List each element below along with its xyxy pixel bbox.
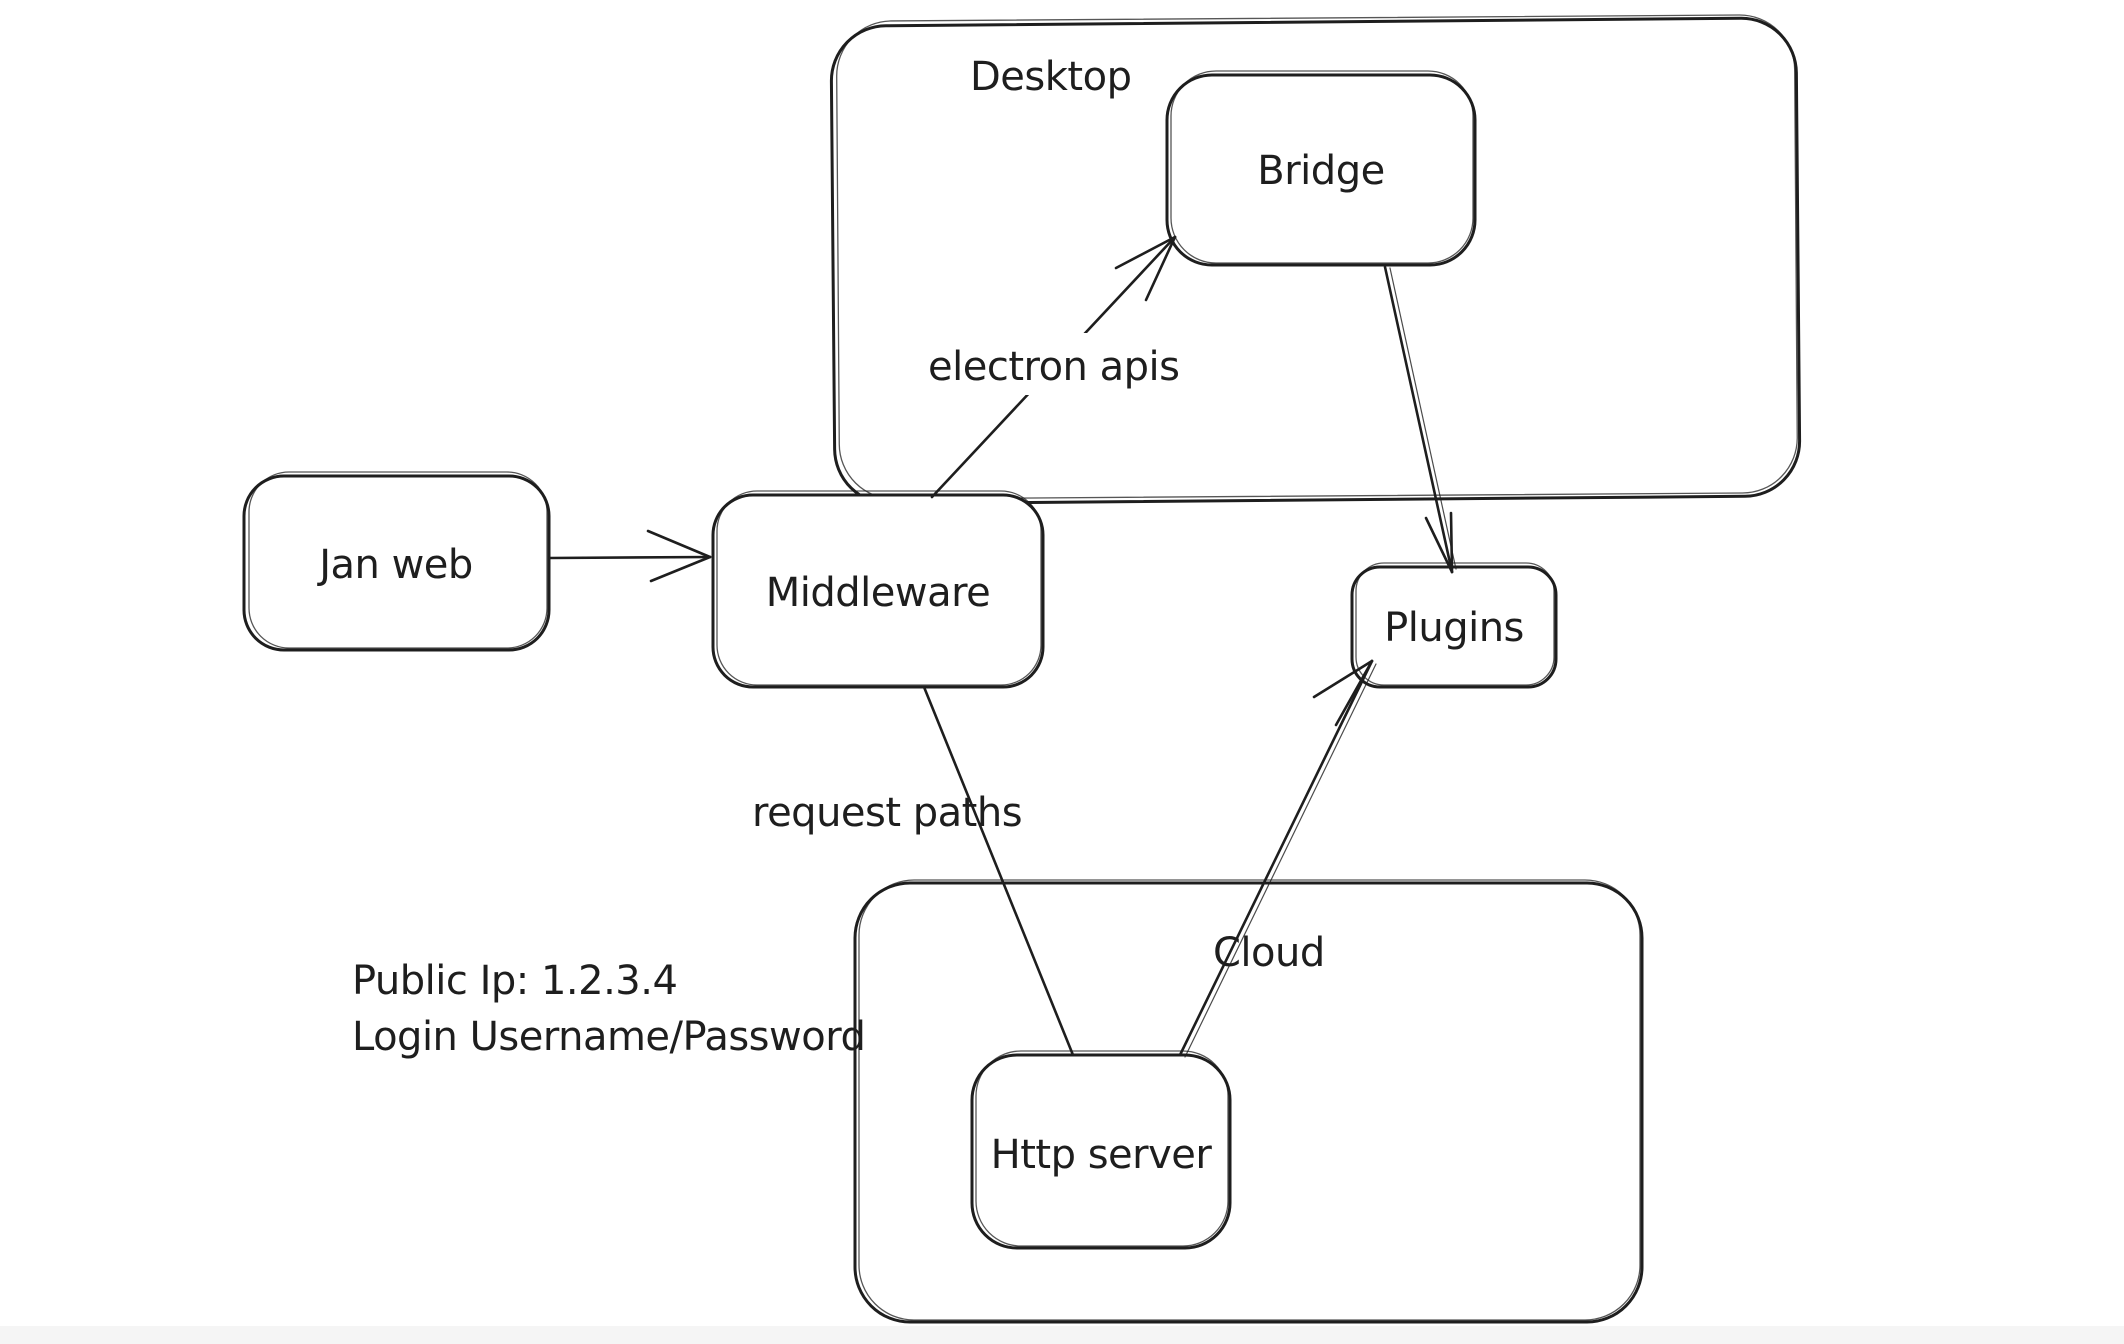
sketch-ghost — [1170, 70, 1474, 264]
plugins-label[interactable]: Plugins — [1384, 605, 1524, 651]
arrow-shaft[interactable] — [1383, 265, 1454, 574]
edge-label-request-paths[interactable]: request paths — [752, 790, 1023, 836]
annotation-public-ip[interactable]: Public Ip: 1.2.3.4 — [352, 958, 678, 1004]
desktop-label[interactable]: Desktop — [970, 54, 1132, 100]
edge-label-mask — [916, 333, 1208, 395]
bridge-rect[interactable] — [1165, 73, 1477, 267]
arrow-shaft[interactable] — [1178, 659, 1374, 1057]
sketch-ghost — [858, 879, 1641, 1321]
arrowhead — [1424, 516, 1454, 574]
arrow-shaft[interactable] — [548, 555, 712, 560]
page-bottom-fade — [0, 1326, 2124, 1344]
jan-web-rect[interactable] — [242, 474, 551, 652]
edge-label-electron-apis-group[interactable]: electron apis — [916, 333, 1208, 395]
http-server-label[interactable]: Http server — [991, 1132, 1213, 1178]
cloud-label[interactable]: Cloud — [1213, 930, 1325, 976]
plugins-rect[interactable] — [1350, 565, 1558, 689]
sketch-ghost — [1184, 663, 1377, 1058]
arrowhead — [649, 555, 712, 583]
sketch-ghost — [975, 1050, 1229, 1247]
node-middleware[interactable] — [711, 490, 1045, 689]
node-http-server[interactable] — [970, 1050, 1232, 1250]
arrow-http-server-to-plugins[interactable] — [1178, 659, 1377, 1058]
arrowhead — [1114, 235, 1177, 270]
sketch-ghost — [836, 14, 1798, 500]
arrow-shaft[interactable] — [922, 685, 1075, 1057]
jan-web-label[interactable]: Jan web — [316, 542, 473, 588]
sketch-ghost — [1389, 267, 1457, 570]
bridge-label[interactable]: Bridge — [1257, 148, 1385, 194]
arrowhead — [1449, 511, 1454, 574]
node-bridge[interactable] — [1165, 70, 1477, 267]
sketch-ghost — [248, 471, 548, 649]
annotation-credentials[interactable]: Public Ip: 1.2.3.4 Login Username/Passwo… — [352, 958, 866, 1060]
middleware-rect[interactable] — [711, 493, 1045, 689]
arrowhead — [1144, 235, 1177, 302]
middleware-label[interactable]: Middleware — [766, 570, 991, 616]
arrow-bridge-to-plugins[interactable] — [1383, 265, 1457, 574]
arrowhead — [646, 529, 712, 559]
arrow-jan-web-to-middleware[interactable] — [548, 529, 712, 583]
http-server-rect[interactable] — [970, 1053, 1232, 1250]
annotation-login[interactable]: Login Username/Password — [352, 1014, 866, 1060]
node-plugins[interactable] — [1350, 562, 1558, 689]
arrow-middleware-to-http-server[interactable] — [922, 685, 1075, 1057]
node-jan-web[interactable] — [242, 471, 551, 652]
arrowhead — [1334, 659, 1374, 727]
edge-label-electron-apis[interactable]: electron apis — [928, 344, 1180, 390]
arrowhead — [1312, 659, 1374, 699]
sketch-ghost — [716, 490, 1042, 686]
